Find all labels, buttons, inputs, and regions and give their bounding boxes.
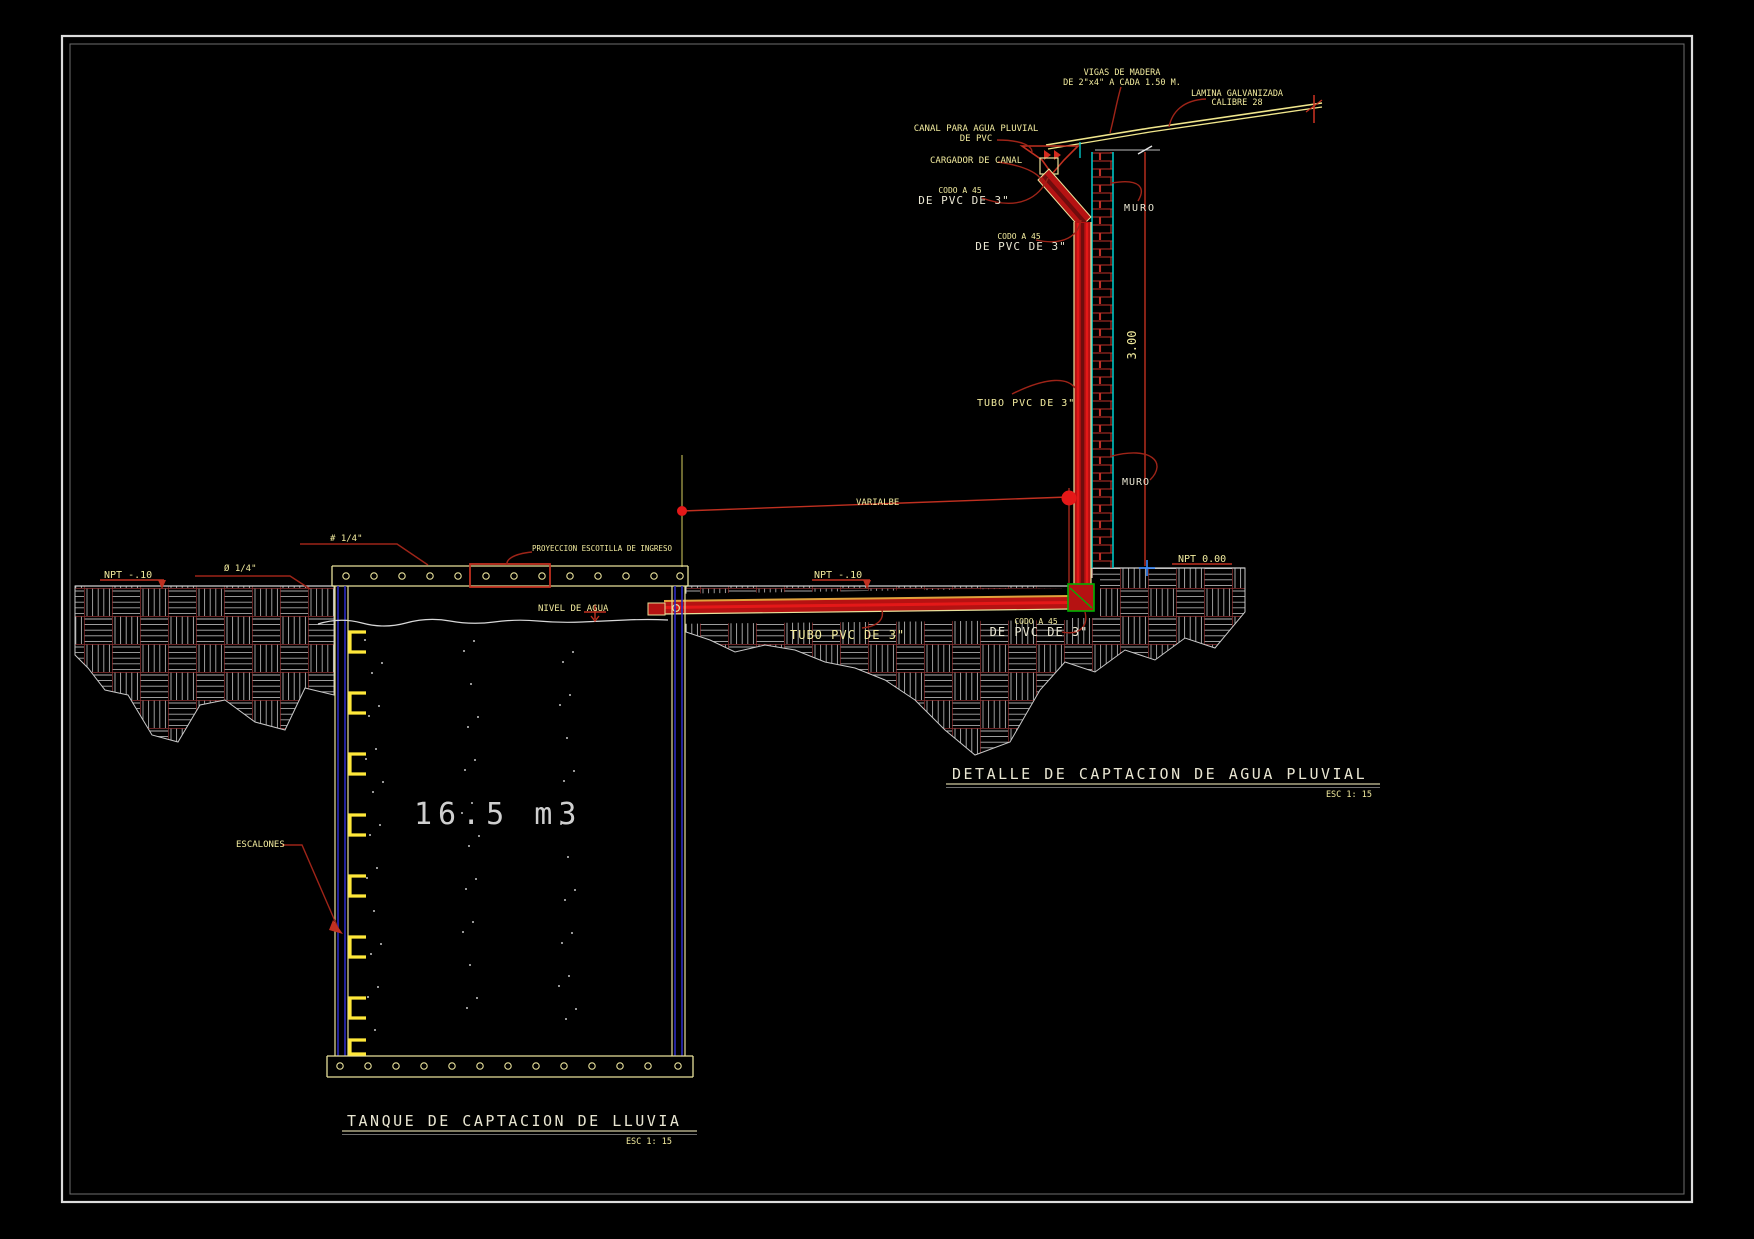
label-npt-zero: NPT 0.00 [1178,554,1226,565]
label-escalones: ESCALONES [236,840,285,850]
escalones-arrowhead [329,920,343,934]
label-canal-1: CANAL PARA AGUA PLUVIAL [914,124,1039,134]
label-codo2-b: DE PVC DE 3" [975,240,1066,253]
label-codo3-a: CODO A 45 [1014,617,1058,626]
label-canal-2: DE PVC [960,134,993,144]
label-lamina-1: LAMINA GALVANIZADA [1191,89,1283,99]
dim-wall-height: 3.00 [1125,331,1139,360]
ground-hatch-left [74,585,335,743]
label-tubo-lower: TUBO PVC DE 3" [790,628,905,642]
label-tubo-upper: TUBO PVC DE 3" [977,398,1075,409]
tank-speckles [364,639,577,1031]
label-vigas-2: DE 2"x4" A CADA 1.50 M. [1063,78,1181,88]
label-muro-lower: MURO [1122,477,1150,488]
npt-right-marker [812,579,871,589]
leader-lines-tank [195,543,1087,929]
dim-variable: VARIALBE [856,498,899,508]
hatch-projection-box [469,563,551,588]
tank-top-slab [331,563,689,588]
label-vigas-1: VIGAS DE MADERA [1084,68,1161,78]
gutter-canal [1019,142,1081,176]
detail-scale: ESC 1: 15 [1326,790,1372,800]
sheet-border [60,34,1694,1204]
tank-title: TANQUE DE CAPTACION DE LLUVIA [347,1112,681,1130]
downspout [1037,168,1092,588]
label-codo1-b: DE PVC DE 3" [918,194,1009,207]
wall-height-dimension [1139,152,1155,576]
label-npt-left: NPT -.10 [104,570,152,581]
label-rebar-losa: # 1/4" [330,534,363,544]
label-muro-upper: MURO [1124,203,1156,214]
tank-volume: 16.5 m3 [414,797,582,832]
pipe-stub-in-tank [647,602,666,616]
bottom-slab-rebar [336,1062,682,1070]
roof-sheet [1045,95,1323,150]
label-cargador: CARGADOR DE CANAL [930,156,1022,166]
label-npt-right: NPT -.10 [814,570,862,581]
npt-zero-cross [1139,560,1155,576]
label-codo1-a: CODO A 45 [938,186,982,195]
brick-wall [1091,152,1114,568]
dim-top-tick [1137,145,1153,155]
label-proyeccion: PROYECCION ESCOTILLA DE INGRESO [532,544,672,553]
tank-scale: ESC 1: 15 [626,1137,672,1147]
label-nivel-agua: NIVEL DE AGUA [538,604,609,614]
npt-left-marker [100,579,166,589]
ground-surface-lines [75,567,1245,587]
top-slab-rebar [342,572,684,580]
tank-walls [334,586,686,1056]
label-lamina-2: CALIBRE 28 [1211,98,1262,108]
water-level-mark [584,605,606,623]
label-codo2-a: CODO A 45 [997,232,1041,241]
label-codo3-b: DE PVC DE 3" [990,625,1089,639]
dim-dot-left [677,506,687,516]
variable-dimension [677,455,1077,583]
detail-title: DETALLE DE CAPTACION DE AGUA PLUVIAL [952,765,1367,783]
elbow-green [1067,583,1095,612]
water-level-line [317,618,669,627]
horizontal-pipe [647,595,1071,616]
detail-title-block: DETALLE DE CAPTACION DE AGUA PLUVIAL ESC… [946,765,1380,800]
ladder-steps [348,630,366,1056]
dim-dot-right [1061,490,1077,506]
tank-title-block: TANQUE DE CAPTACION DE LLUVIA ESC 1: 15 [342,1112,697,1147]
tank-bottom-slab [326,1055,694,1078]
label-rebar-muro: Ø 1/4" [224,563,257,574]
leader-lines-detail [981,86,1207,481]
